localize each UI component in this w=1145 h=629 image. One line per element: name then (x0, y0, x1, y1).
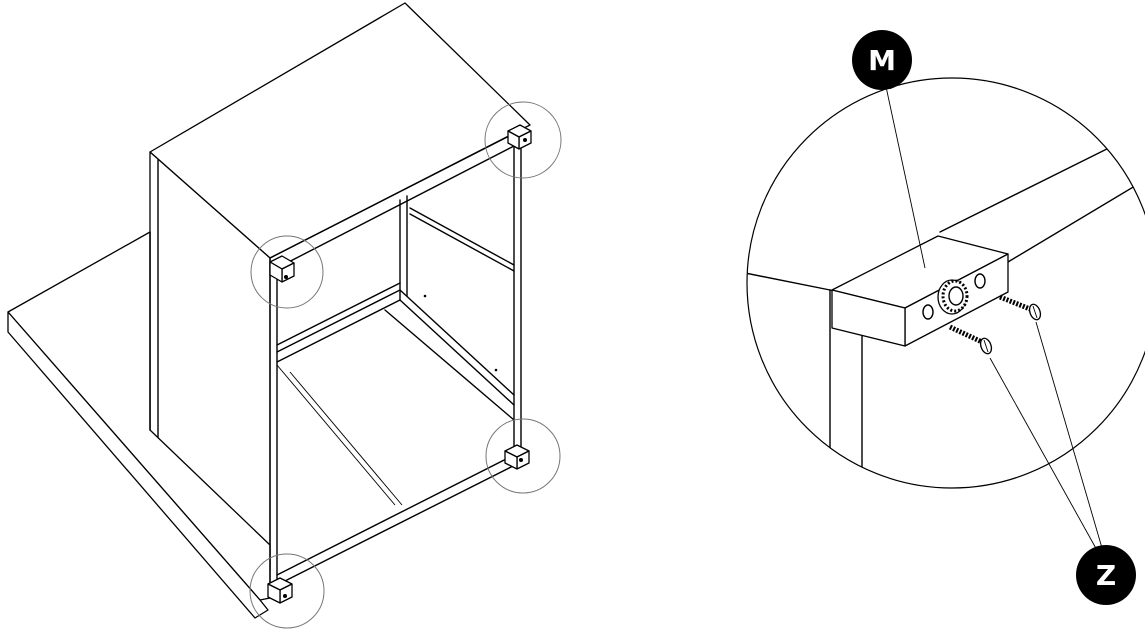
corner-block-bottom-left (267, 577, 293, 604)
callout-label-m: M (868, 44, 896, 77)
highlight-circle-top-right (484, 101, 562, 179)
highlight-circle-bottom-right (485, 418, 561, 494)
detail-circle (746, 77, 1145, 489)
highlight-circle-bottom-left (249, 553, 325, 629)
cabinet-assembly-view (7, 2, 562, 629)
highlight-circle-top-left (250, 235, 324, 309)
callout-label-z: Z (1096, 559, 1116, 592)
corner-block-bottom-right (504, 444, 530, 470)
screw-upper-icon (999, 294, 1042, 321)
corner-block-top-right (507, 124, 532, 150)
side-frame (276, 195, 515, 506)
front-frame (269, 129, 522, 586)
leader-line-m (884, 81, 926, 269)
zoomed-detail-view: M Z (746, 30, 1145, 605)
leader-line-z-upper (1035, 321, 1103, 549)
floor-panel (7, 231, 271, 619)
leader-line-z-lower (989, 357, 1099, 553)
callout-badge-m: M (852, 30, 912, 90)
connector-block (831, 235, 1009, 347)
corner-block-top-left (269, 255, 295, 283)
screw-lower-icon (948, 324, 993, 355)
callout-badge-z: Z (1076, 545, 1136, 605)
cam-lock-icon (937, 279, 969, 315)
